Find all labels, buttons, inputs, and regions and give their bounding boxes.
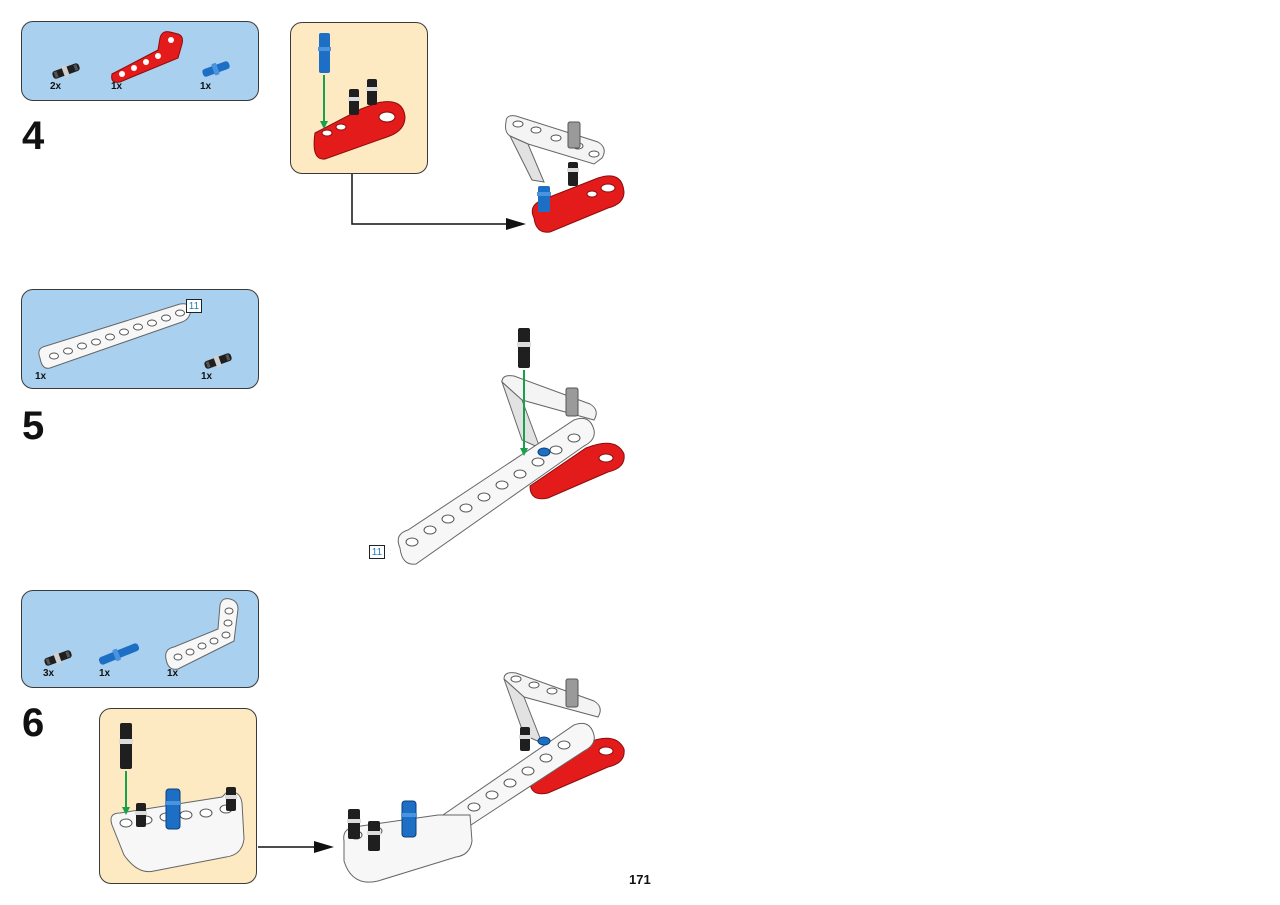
step-5-qty-1: 1x [35, 371, 47, 382]
step-6-assembly [343, 672, 625, 883]
blue-axle-pin-icon [98, 643, 140, 665]
blue-axle-pin-icon [202, 61, 230, 77]
step-5-model-beam-length-badge: 11 [369, 545, 385, 559]
step-6-qty-3: 1x [167, 668, 179, 679]
red-bent-beam-icon [111, 31, 183, 83]
step-6-qty-2: 1x [99, 668, 111, 679]
step-4-callout [290, 22, 428, 174]
step-5-qty-2: 1x [201, 371, 213, 382]
step-4-qty-1: 2x [50, 81, 62, 92]
step-4-qty-3: 1x [200, 81, 212, 92]
step-5-parts-list: 11 1x 1x [21, 289, 259, 389]
step-4-qty-2: 1x [111, 81, 123, 92]
black-friction-pin-icon [204, 353, 232, 369]
step-4-assembly [505, 115, 625, 233]
step-6-parts-list: 3x 1x 1x [21, 590, 259, 688]
step-6-qty-1: 3x [43, 668, 55, 679]
step-6-callout [99, 708, 257, 884]
black-friction-pin-icon [52, 63, 80, 79]
step-4-callout-illustration [313, 33, 406, 160]
white-straight-beam-icon [38, 303, 191, 369]
step-4-number: 4 [22, 114, 45, 158]
page-number: 171 [629, 872, 651, 887]
step-5-beam-length-badge: 11 [186, 299, 202, 313]
black-friction-pin-icon [44, 650, 72, 666]
step-5-assembly [397, 328, 625, 565]
step-6-callout-illustration [110, 723, 245, 873]
step-4-parts-list: 2x 1x 1x [21, 21, 259, 101]
white-l-beam-icon [165, 598, 239, 670]
step-6-number: 6 [22, 701, 45, 745]
step-5-number: 5 [22, 404, 45, 448]
